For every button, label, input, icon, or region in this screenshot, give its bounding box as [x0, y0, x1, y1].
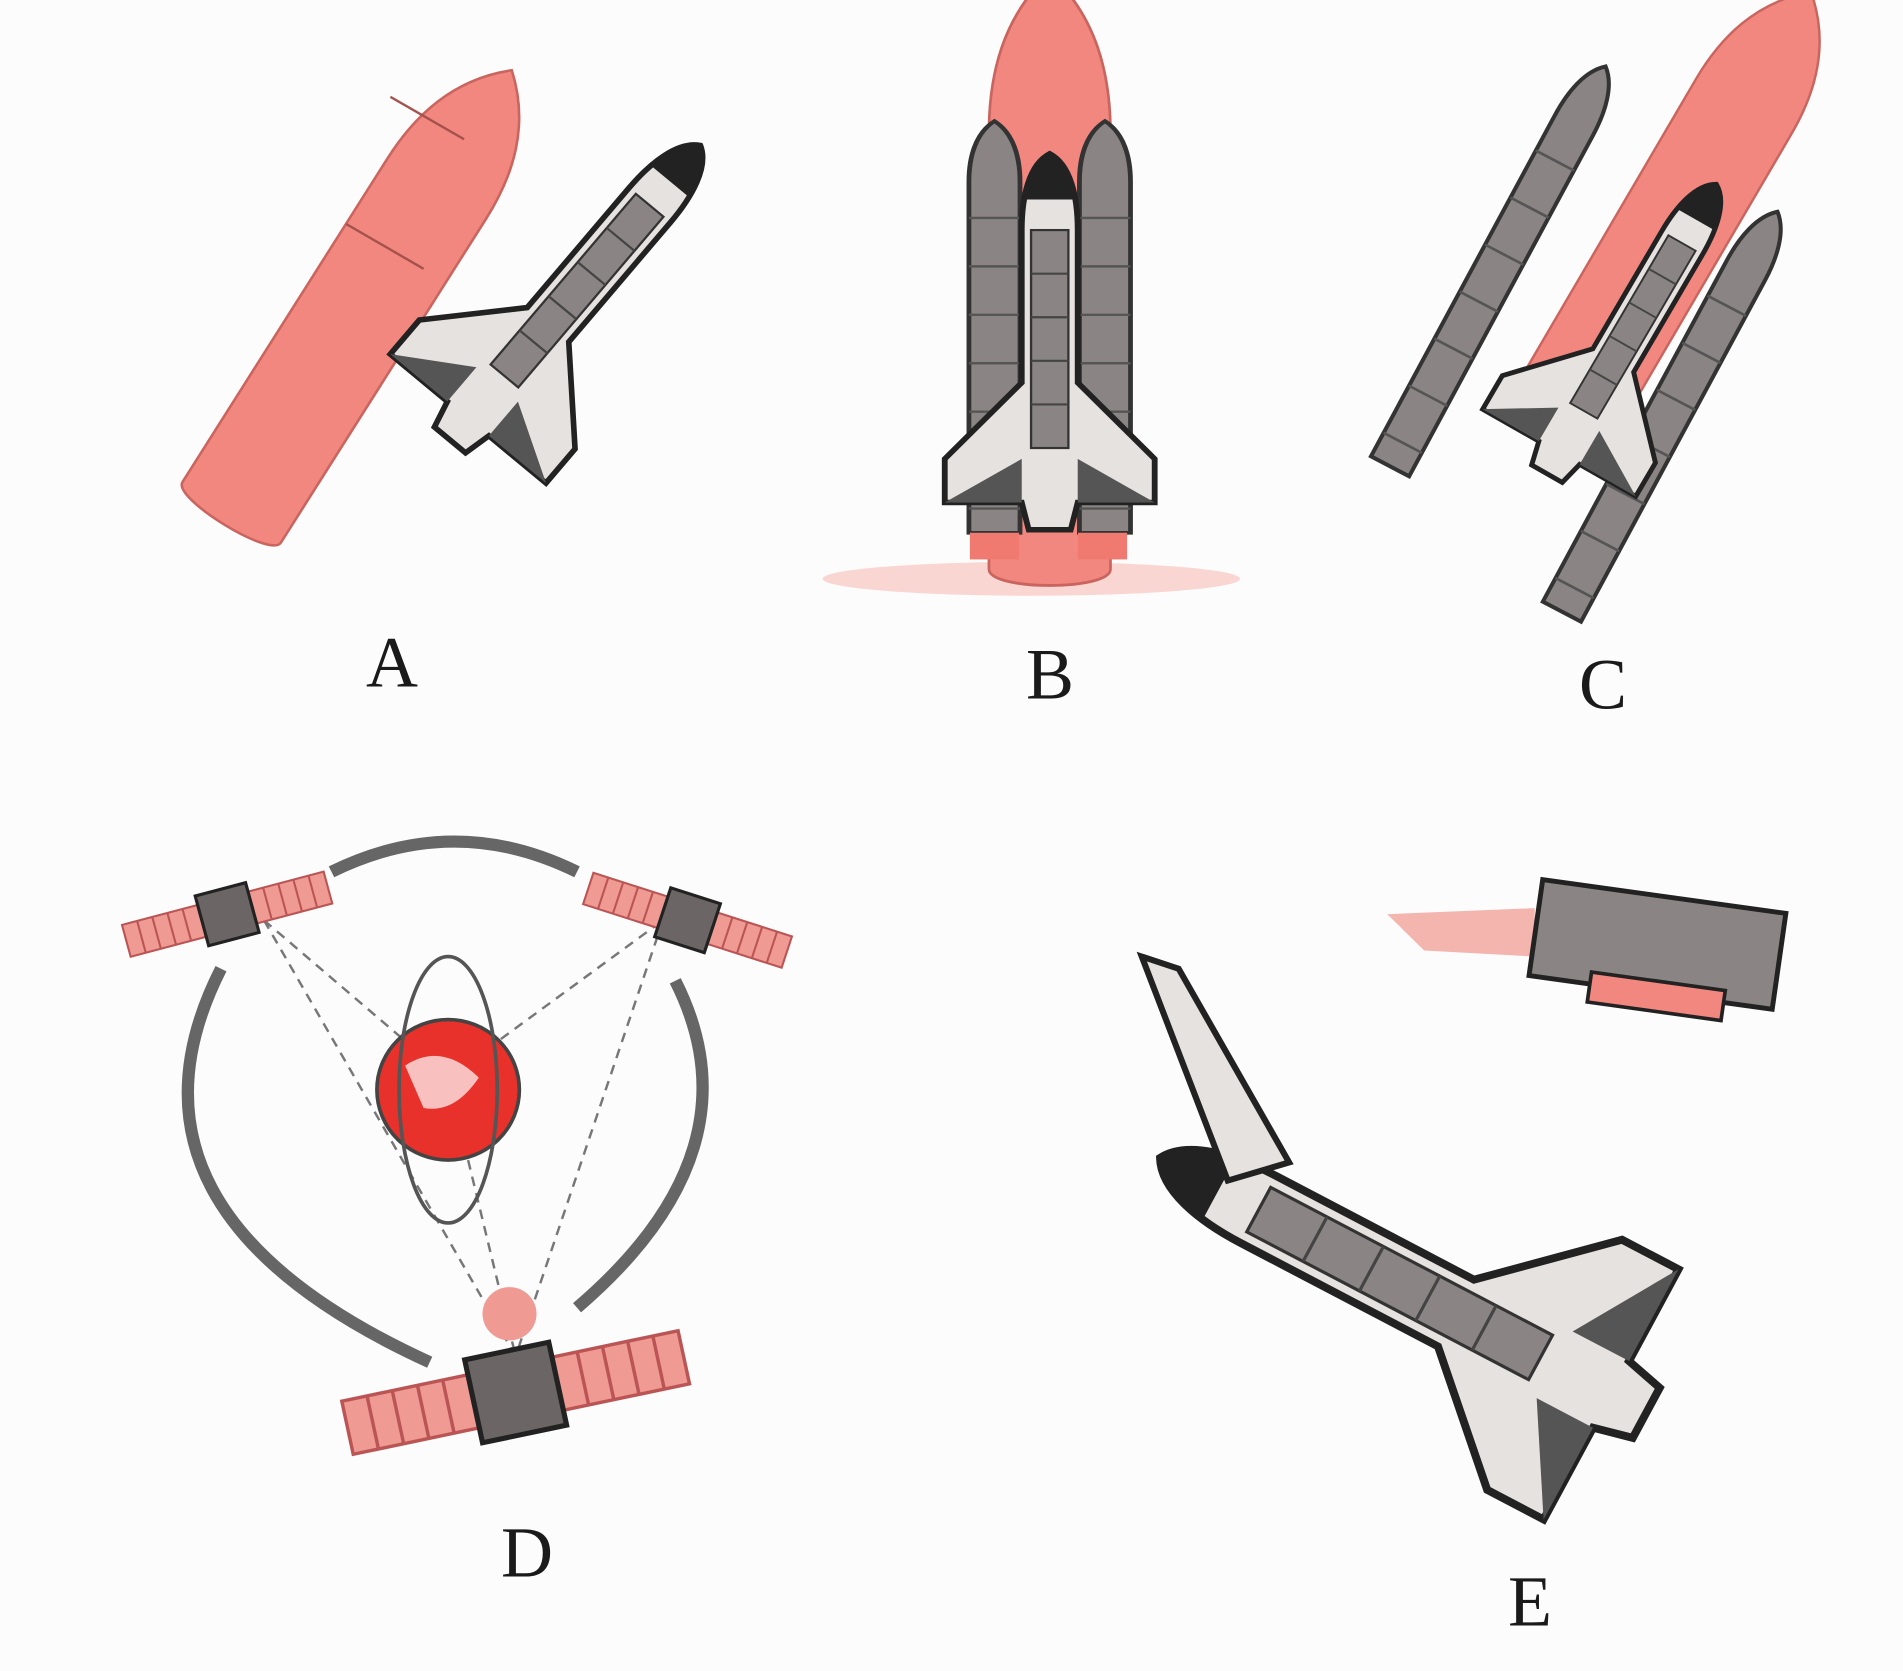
panel-label-c: C [1578, 644, 1628, 725]
panel-e-orbiter-with-payload [1093, 876, 1789, 1538]
panel-b-launch [822, 0, 1241, 596]
panel-a-tank-separation [173, 38, 779, 557]
panel-label-a: A [366, 622, 418, 703]
panel-label-b: B [1025, 634, 1075, 715]
panel-label-e: E [1508, 1561, 1552, 1642]
panel-c-booster-separation [1371, 0, 1860, 622]
panel-d-satellite-deployment [118, 835, 797, 1470]
panel-label-d: D [501, 1512, 553, 1593]
